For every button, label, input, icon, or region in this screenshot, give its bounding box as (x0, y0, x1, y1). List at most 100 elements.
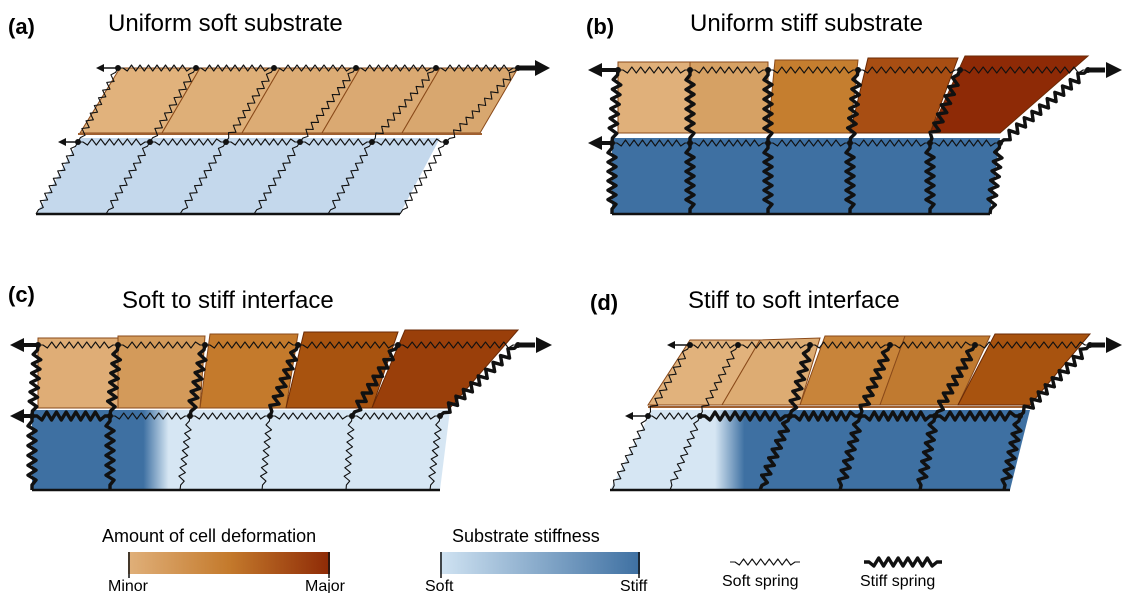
stiff-spring (844, 143, 856, 214)
stiff-spring (104, 416, 116, 490)
node (353, 65, 359, 71)
node (645, 413, 651, 419)
stiff-spring-label: Stiff spring (860, 573, 935, 590)
stiff-spring (933, 344, 977, 417)
cell (957, 333, 1092, 406)
node (807, 342, 813, 348)
deformation-min-label: Minor (108, 578, 149, 593)
stiffness-max-label: Stiff (620, 578, 648, 593)
stiff-spring (916, 415, 938, 491)
springs (26, 341, 521, 491)
panel-b-title: Uniform stiff substrate (690, 10, 923, 37)
soft-spring (259, 415, 273, 491)
stiff-spring (788, 344, 812, 417)
mixed-substrate (610, 410, 1030, 490)
node (29, 413, 35, 419)
springs (611, 341, 1093, 491)
stiff-substrate (612, 138, 1000, 214)
node (349, 413, 355, 419)
node (369, 139, 375, 145)
node (855, 67, 861, 73)
springs (35, 64, 521, 215)
node (515, 65, 521, 71)
node (443, 139, 449, 145)
soft-spring (299, 67, 357, 143)
node (433, 65, 439, 71)
soft-spring (738, 341, 810, 349)
soft-spring (343, 415, 355, 491)
node (297, 139, 303, 145)
stiff-spring (606, 143, 618, 214)
soft-spring (225, 67, 275, 143)
stiff-spring-icon (864, 556, 942, 568)
panel-a-label: (a) (8, 14, 35, 39)
stiff-spring (268, 344, 300, 417)
left-arrow-head (667, 341, 675, 349)
stiff-spring (836, 415, 862, 491)
soft-spring (196, 64, 274, 72)
panel-a: (a) Uniform soft substrate (8, 10, 550, 216)
node (107, 413, 113, 419)
soft-substrate (36, 138, 440, 214)
soft-spring (810, 341, 890, 349)
soft-spring (178, 415, 192, 491)
deformation-colorbar (128, 552, 330, 574)
soft-spring (647, 344, 691, 417)
stiff-spring (350, 344, 400, 417)
stiff-spring (858, 344, 892, 417)
soft-spring (690, 341, 738, 349)
cell (689, 61, 769, 134)
stiffness-colorbar (440, 552, 640, 574)
stiff-spring (1000, 415, 1023, 491)
deformation-max-label: Major (305, 578, 346, 593)
stiff-spring (864, 556, 942, 568)
node (147, 139, 153, 145)
soft-spring (77, 67, 119, 143)
stiff-spring (928, 69, 962, 144)
node (271, 65, 277, 71)
stiffness-min-label: Soft (425, 578, 454, 593)
left-arrow-head (58, 138, 66, 146)
stiff-spring (187, 344, 208, 417)
node (765, 67, 771, 73)
cell-row (37, 329, 520, 409)
left-arrow-head (588, 136, 602, 150)
soft-spring (190, 412, 270, 420)
node (267, 413, 273, 419)
stiff-spring (986, 142, 1004, 215)
legend: Amount of cell deformation Minor Major S… (102, 526, 942, 593)
node (187, 413, 193, 419)
node (515, 342, 521, 348)
node (887, 342, 893, 348)
soft-spring (78, 138, 150, 146)
soft-spring (669, 415, 701, 491)
node (395, 342, 401, 348)
stiff-spring (762, 143, 774, 214)
stiff-spring (27, 344, 43, 417)
soft-spring (253, 141, 301, 215)
node (927, 140, 933, 146)
soft-spring (730, 558, 800, 566)
stiffness-legend-title: Substrate stiffness (452, 526, 600, 546)
panel-c-label: (c) (8, 282, 35, 307)
soft-spring (436, 64, 518, 72)
stiff-spring (438, 343, 520, 418)
node (615, 67, 621, 73)
node (932, 413, 938, 419)
panel-d: (d) Stiff to soft interface (590, 287, 1122, 492)
node (687, 342, 693, 348)
node (437, 413, 443, 419)
node (997, 140, 1003, 146)
soft-spring (858, 66, 960, 74)
node (202, 342, 208, 348)
node (787, 413, 793, 419)
stiff-spring (26, 416, 38, 490)
soft-spring (960, 66, 1088, 74)
node (223, 139, 229, 145)
node (1085, 67, 1091, 73)
soft-spring (372, 138, 446, 146)
node (687, 67, 693, 73)
panel-d-label: (d) (590, 290, 618, 315)
panel-a-title: Uniform soft substrate (108, 10, 343, 37)
